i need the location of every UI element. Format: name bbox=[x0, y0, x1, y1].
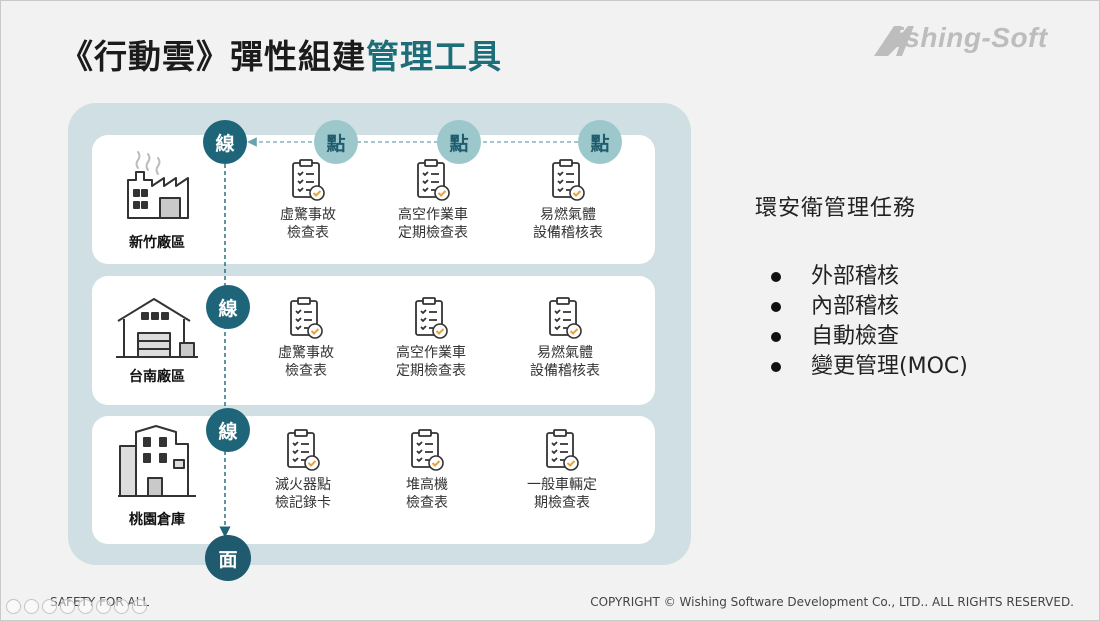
line-marker-3: 線 bbox=[206, 408, 250, 452]
task-list: 外部稽核 內部稽核 自動檢查 變更管理(MOC) bbox=[771, 262, 968, 382]
form-card[interactable]: 易燃氣體設備稽核表 bbox=[505, 296, 625, 380]
checklist-icon bbox=[549, 297, 582, 339]
bullet-icon bbox=[771, 272, 781, 282]
wishing-soft-logo bbox=[874, 26, 914, 56]
factory-icon bbox=[127, 151, 189, 219]
form-label-line2: 檢記錄卡 bbox=[275, 495, 331, 511]
point-marker-3: 點 bbox=[578, 120, 622, 164]
tasks-section: 環安衛管理任務 外部稽核 內部稽核 自動檢查 變更管理(MOC) bbox=[755, 190, 968, 382]
form-card[interactable]: 一般車輛定期檢查表 bbox=[502, 428, 622, 512]
logo-text: ishing-Soft bbox=[896, 22, 1048, 53]
line-marker-1: 線 bbox=[203, 120, 247, 164]
checklist-icon bbox=[415, 297, 448, 339]
slide-title: 《行動雲》彈性組建管理工具 bbox=[60, 30, 502, 78]
form-label-line1: 滅火器點 bbox=[275, 477, 331, 493]
form-label-line1: 高空作業車 bbox=[398, 207, 468, 223]
form-card[interactable]: 虛驚事故檢查表 bbox=[246, 296, 366, 380]
task-label: 外部稽核 bbox=[811, 264, 900, 289]
footer-copyright: COPYRIGHT © Wishing Software Development… bbox=[590, 595, 1074, 609]
point-marker-2: 點 bbox=[437, 120, 481, 164]
form-label-line2: 檢查表 bbox=[406, 495, 448, 511]
form-label-line1: 虛驚事故 bbox=[280, 207, 336, 223]
form-card[interactable]: 高空作業車定期檢查表 bbox=[373, 158, 493, 242]
plant-row-hsinchu bbox=[92, 135, 655, 264]
form-card[interactable]: 易燃氣體設備稽核表 bbox=[508, 158, 628, 242]
form-card[interactable]: 堆高機檢查表 bbox=[367, 428, 487, 512]
camera-icon[interactable] bbox=[114, 599, 129, 614]
form-card[interactable]: 高空作業車定期檢查表 bbox=[371, 296, 491, 380]
form-label-line1: 堆高機 bbox=[406, 477, 448, 493]
bullet-icon bbox=[771, 332, 781, 342]
task-label: 內部稽核 bbox=[811, 294, 900, 319]
list-item: 外部稽核 bbox=[771, 262, 968, 292]
more-options-icon[interactable] bbox=[132, 599, 147, 614]
form-label-line1: 高空作業車 bbox=[396, 345, 466, 361]
checklist-icon bbox=[417, 159, 450, 201]
slide-title-accent: 管理工具 bbox=[366, 37, 502, 76]
form-label-line2: 檢查表 bbox=[285, 363, 327, 379]
slideshow-toolbar bbox=[6, 599, 147, 614]
surface-marker: 面 bbox=[205, 535, 251, 581]
form-label-line2: 期檢查表 bbox=[534, 495, 590, 511]
line-marker-2: 線 bbox=[206, 285, 250, 329]
form-label-line2: 設備稽核表 bbox=[533, 225, 603, 241]
slides-grid-icon[interactable] bbox=[60, 599, 75, 614]
checklist-icon bbox=[546, 429, 579, 471]
form-label-line1: 虛驚事故 bbox=[278, 345, 334, 361]
warehouse-icon bbox=[116, 298, 198, 358]
point-marker-1: 點 bbox=[314, 120, 358, 164]
zoom-icon[interactable] bbox=[78, 599, 93, 614]
form-label-line2: 檢查表 bbox=[287, 225, 329, 241]
task-label: 變更管理(MOC) bbox=[811, 354, 968, 379]
form-label-line1: 易燃氣體 bbox=[540, 207, 596, 223]
storehouse-icon bbox=[118, 425, 196, 497]
form-card[interactable]: 滅火器點檢記錄卡 bbox=[243, 428, 363, 512]
bullet-icon bbox=[771, 302, 781, 312]
form-label-line1: 一般車輛定 bbox=[527, 477, 597, 493]
task-label: 自動檢查 bbox=[811, 324, 900, 349]
form-label-line2: 設備稽核表 bbox=[530, 363, 600, 379]
form-card[interactable]: 虛驚事故檢查表 bbox=[248, 158, 368, 242]
checklist-icon bbox=[290, 297, 323, 339]
form-label-line2: 定期檢查表 bbox=[396, 363, 466, 379]
bullet-icon bbox=[771, 362, 781, 372]
list-item: 自動檢查 bbox=[771, 322, 968, 352]
form-label-line2: 定期檢查表 bbox=[398, 225, 468, 241]
subtitles-icon[interactable] bbox=[96, 599, 111, 614]
list-item: 變更管理(MOC) bbox=[771, 352, 968, 382]
list-item: 內部稽核 bbox=[771, 292, 968, 322]
checklist-icon bbox=[292, 159, 325, 201]
form-label-line1: 易燃氣體 bbox=[537, 345, 593, 361]
plant-name-tainan: 台南廠區 bbox=[129, 369, 185, 385]
checklist-icon bbox=[411, 429, 444, 471]
next-slide-icon[interactable] bbox=[24, 599, 39, 614]
checklist-icon bbox=[552, 159, 585, 201]
plant-name-hsinchu: 新竹廠區 bbox=[129, 235, 185, 251]
slide-title-main: 《行動雲》彈性組建 bbox=[60, 37, 366, 76]
plant-name-taoyuan: 桃園倉庫 bbox=[129, 512, 185, 528]
tasks-title: 環安衛管理任務 bbox=[755, 196, 917, 221]
checklist-icon bbox=[287, 429, 320, 471]
pen-icon[interactable] bbox=[42, 599, 57, 614]
plant-row-taoyuan bbox=[92, 416, 655, 544]
previous-slide-icon[interactable] bbox=[6, 599, 21, 614]
